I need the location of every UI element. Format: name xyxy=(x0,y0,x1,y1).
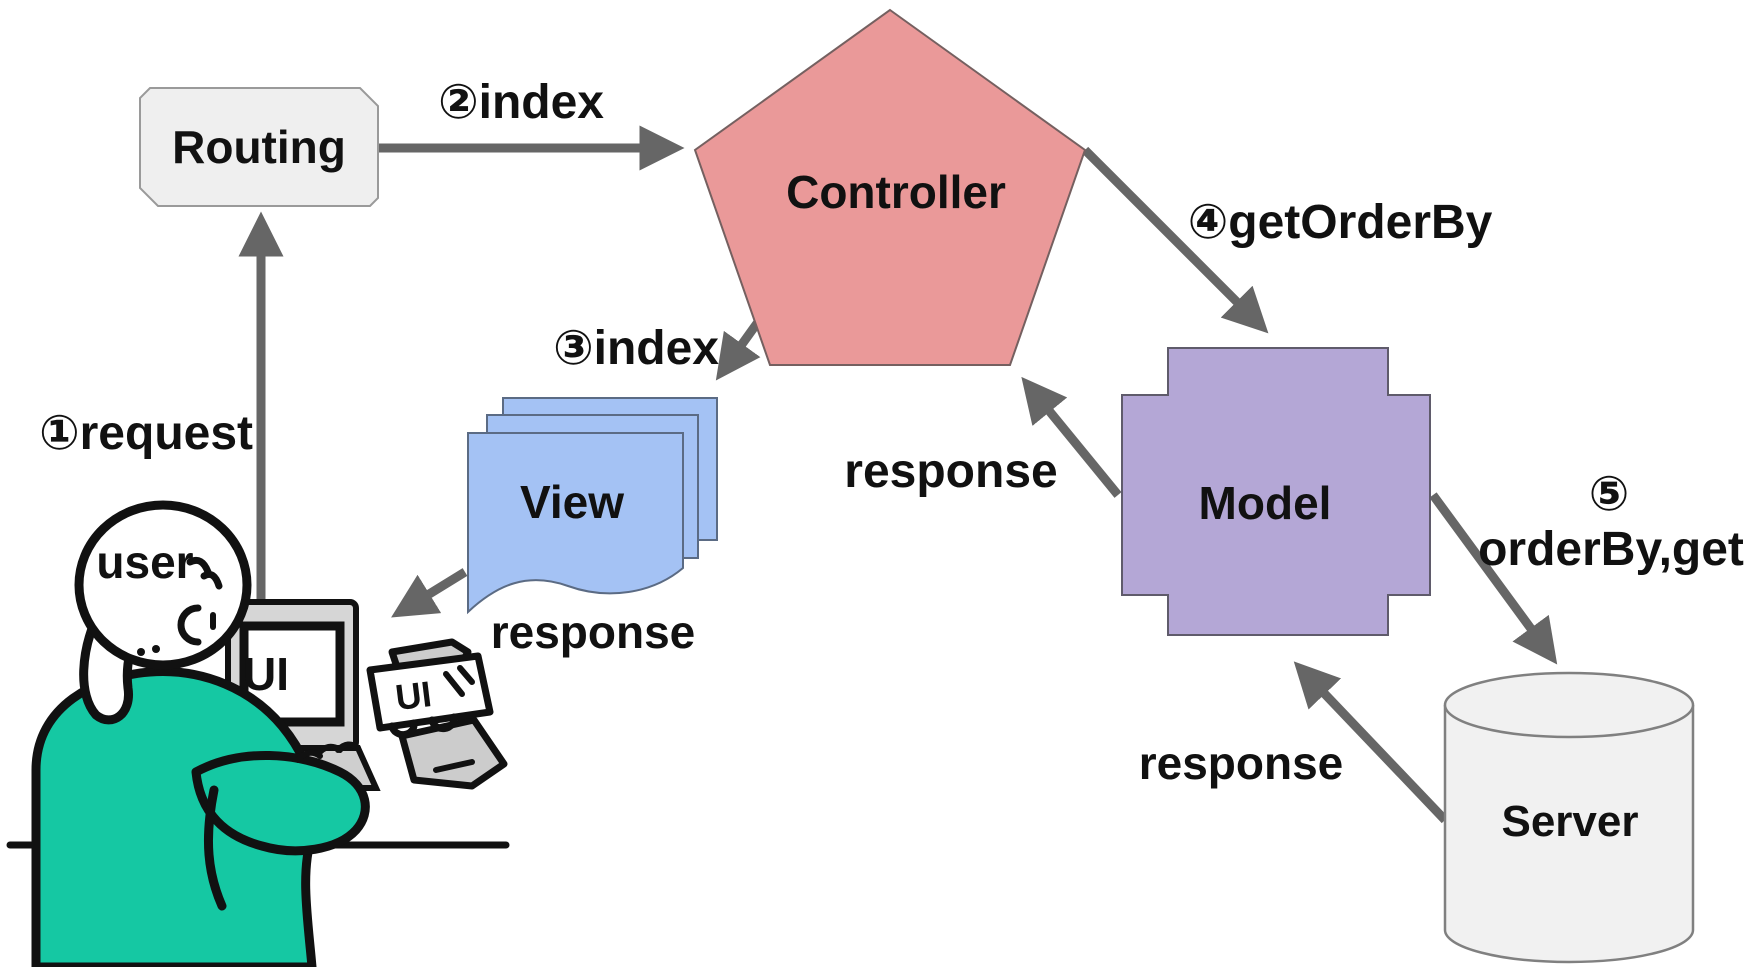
device-ui-label: UI xyxy=(393,673,434,718)
server-cylinder-body xyxy=(1443,705,1695,964)
label-response-model: response xyxy=(844,445,1057,498)
routing-node: Routing xyxy=(139,87,379,207)
person-head xyxy=(74,500,252,670)
arrow-order-by-get xyxy=(1429,492,1558,665)
view-sheet-front xyxy=(467,432,684,615)
arrow-response-view-to-ui xyxy=(391,568,468,618)
label-index-to-view: ③index xyxy=(553,322,719,375)
laptop-ui-label: UI xyxy=(243,648,289,700)
arrow-get-order-by xyxy=(1081,146,1269,334)
server-label: Server xyxy=(1501,797,1638,846)
view-label: View xyxy=(520,476,624,528)
arrow-response-server-to-model xyxy=(1293,661,1449,824)
person-arm xyxy=(191,750,370,856)
ui-device-feet xyxy=(388,713,458,739)
controller-label: Controller xyxy=(786,166,1006,218)
model-shape xyxy=(1121,347,1431,636)
person-face-dot-right xyxy=(152,645,160,653)
ui-device-panel xyxy=(366,652,494,732)
ui-device-stand-line xyxy=(433,759,475,773)
arrow-response-model-to-controller xyxy=(1021,376,1122,498)
person-face-dot-left xyxy=(137,648,145,656)
routing-label: Routing xyxy=(172,121,346,173)
person-ear xyxy=(177,604,202,646)
label-request: ①request xyxy=(39,407,253,460)
label-index-to-controller: ②index xyxy=(438,76,604,129)
label-get-order-by: ④getOrderBy xyxy=(1188,196,1493,249)
person-arm-crease xyxy=(203,785,227,911)
label-response-view: response xyxy=(491,606,696,658)
ui-device: UI xyxy=(366,638,508,790)
routing-shape xyxy=(139,87,379,207)
label-order-by-get-num: ⑤ xyxy=(1589,468,1630,521)
label-response-server: response xyxy=(1139,737,1344,789)
person-fingers xyxy=(295,741,361,763)
user-label: user xyxy=(96,536,193,588)
user-illustration: UI UI user xyxy=(6,500,510,967)
controller-shape xyxy=(693,8,1087,366)
person: user xyxy=(31,500,370,967)
view-node: View xyxy=(467,397,718,615)
label-order-by-get: orderBy,get xyxy=(1478,523,1744,576)
model-label: Model xyxy=(1199,477,1332,529)
flow-labels: ①request ②index ③index ④getOrderBy ⑤ ord… xyxy=(39,76,1744,789)
ui-device-slash-marks xyxy=(443,665,475,697)
person-hair-strands xyxy=(186,556,223,590)
server-node: Server xyxy=(1443,671,1695,964)
server-cylinder-top xyxy=(1443,671,1695,739)
controller-node: Controller xyxy=(693,8,1087,366)
ui-device-stand xyxy=(398,716,508,790)
model-node: Model xyxy=(1121,347,1431,636)
